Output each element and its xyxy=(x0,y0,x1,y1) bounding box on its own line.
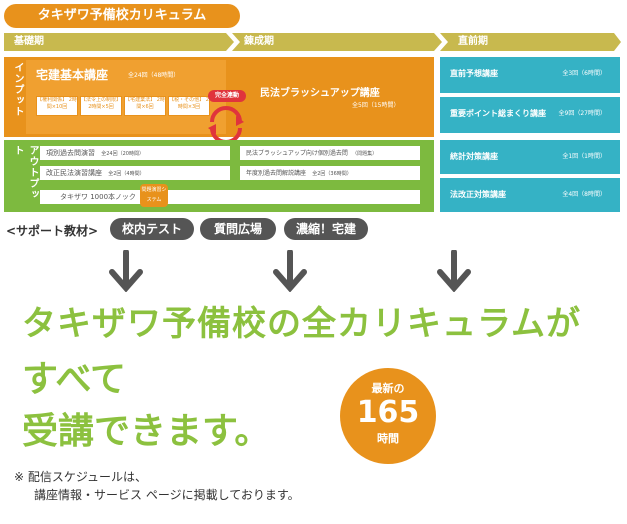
hours-badge-number: 165 xyxy=(356,395,420,430)
support-item-noushuku: 濃縮！宅建 xyxy=(284,218,368,240)
sub-box-4: 【税・その他】 2時間×3回 xyxy=(168,96,210,116)
curriculum-title: タキザワ予備校カリキュラム xyxy=(4,4,240,28)
final-item-2-name: 重要ポイント総まくり講座 xyxy=(450,109,546,118)
main-course-title: 宅建基本講座 xyxy=(36,68,109,82)
final-item-4: 法改正対策講座 全4回（8時間） xyxy=(440,178,620,212)
support-item-question: 質問広場 xyxy=(200,218,276,240)
sub-box-1: 【権利関係】 2時間×10回 xyxy=(36,96,78,116)
output-left-2-name: 改正民法演習講座 xyxy=(46,169,102,177)
output-label: アウトプット xyxy=(12,145,38,200)
note-line1: ※ 配信スケジュールは、 xyxy=(14,470,148,484)
output-left-1-count: 全24回（20時間） xyxy=(101,151,144,157)
final-item-1-count: 全3回（6時間） xyxy=(562,70,606,77)
arrow-down-icon-2 xyxy=(272,249,308,296)
phase-chokuzen: 直前期 xyxy=(458,36,488,47)
arrow-down-icon-3 xyxy=(436,249,472,296)
sync-arrows-icon xyxy=(206,104,246,144)
final-item-3: 統計対策講座 全1回（1時間） xyxy=(440,140,620,174)
final-item-4-count: 全4回（8時間） xyxy=(562,191,606,198)
knock-badge: 問題演習システム xyxy=(140,184,168,207)
final-item-2: 重要ポイント総まくり講座 全9回（27時間） xyxy=(440,97,620,133)
note-line2: 講座情報・サービス ページに掲載しております。 xyxy=(34,488,300,502)
main-course-count: 全24回（48時間） xyxy=(128,72,180,79)
output-right-1-name: 民法ブラッシュアップ向け個別過去問 xyxy=(246,150,348,157)
headline-line2: すべて xyxy=(22,359,127,400)
brush-course-count: 全5回（15時間） xyxy=(352,102,400,109)
output-right-2-count: 全2回（36時間） xyxy=(312,171,352,177)
final-item-1-name: 直前予想講座 xyxy=(450,69,498,78)
output-right-2-name: 年度別過去問解説講座 xyxy=(246,170,307,177)
final-item-3-count: 全1回（1時間） xyxy=(562,153,606,160)
sync-badge: 完全連動 xyxy=(208,90,246,102)
knock-bar: タキザワ 1000本ノック xyxy=(40,190,420,204)
final-item-1: 直前予想講座 全3回（6時間） xyxy=(440,57,620,93)
final-item-3-name: 統計対策講座 xyxy=(450,152,498,161)
headline-line1: タキザワ予備校の全カリキュラムが xyxy=(22,304,581,344)
support-item-test: 校内テスト xyxy=(110,218,194,240)
phase-rensei: 錬成期 xyxy=(244,36,274,47)
hours-badge-unit: 時間 xyxy=(377,432,399,445)
hours-badge-top: 最新の xyxy=(371,382,405,395)
hours-badge: 最新の 165 時間 xyxy=(340,368,436,464)
output-left-1-name: 項別過去問演習 xyxy=(46,149,95,157)
phase-bar: 基礎期 錬成期 直前期 xyxy=(4,33,621,51)
brush-course-title: 民法ブラッシュアップ講座 xyxy=(260,88,380,99)
output-left-2-count: 全2回（4時間） xyxy=(108,171,145,177)
arrow-down-icon-1 xyxy=(108,249,144,296)
output-right-1-count: （問題集） xyxy=(352,151,378,157)
headline-line3: 受講できます。 xyxy=(22,411,271,452)
input-label: インプット xyxy=(12,62,23,117)
support-label: <サポート教材> xyxy=(6,224,99,238)
sub-box-2: 【法令上の制限】 2時間×5回 xyxy=(80,96,122,116)
output-left-2: 改正民法演習講座 全2回（4時間） xyxy=(40,166,230,180)
final-item-2-count: 全9回（27時間） xyxy=(558,110,606,117)
sub-box-3: 【宅建業法】 2時間×6回 xyxy=(124,96,166,116)
output-right-2: 年度別過去問解説講座 全2回（36時間） xyxy=(240,166,420,180)
phase-kiso: 基礎期 xyxy=(14,36,44,47)
output-left-1: 項別過去問演習 全24回（20時間） xyxy=(40,146,230,160)
output-right-1: 民法ブラッシュアップ向け個別過去問 （問題集） xyxy=(240,146,420,160)
final-item-4-name: 法改正対策講座 xyxy=(450,190,506,199)
